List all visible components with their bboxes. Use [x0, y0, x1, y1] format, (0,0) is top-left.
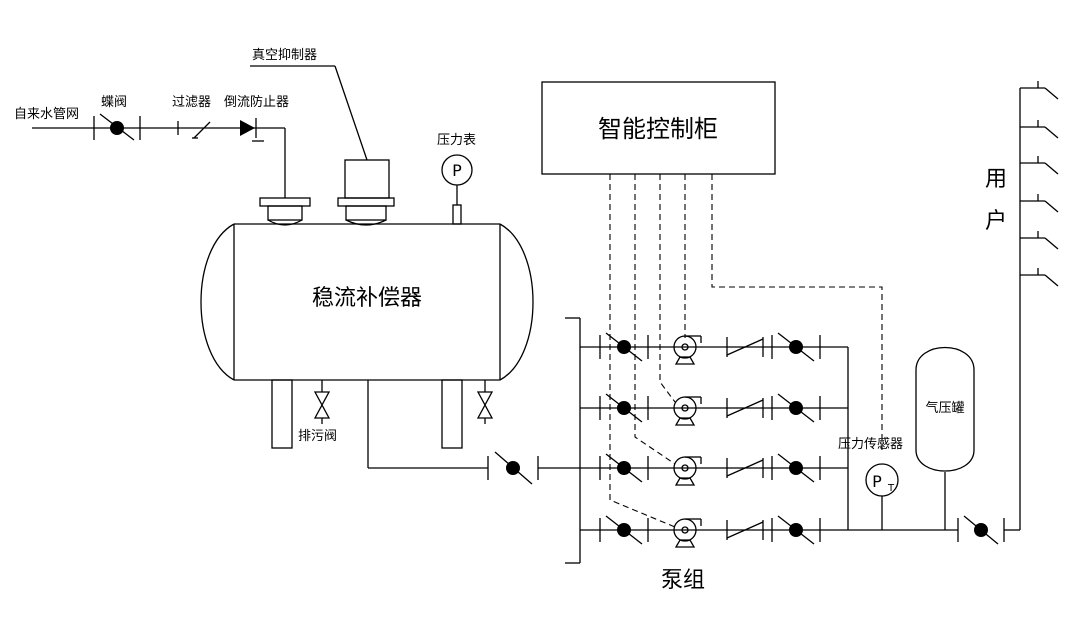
pump-row — [580, 453, 848, 486]
check-valve — [726, 337, 764, 357]
sensor-subscript-text: T — [887, 483, 895, 494]
backflow-preventer-label: 倒流防止器 — [224, 94, 289, 110]
vacuum-suppressor-label: 真空抑制器 — [252, 48, 317, 63]
user-tap — [1020, 81, 1059, 100]
butterfly-valve — [771, 332, 821, 362]
pump — [673, 335, 702, 365]
user-taps — [1020, 81, 1059, 287]
drain-valve-left — [313, 380, 331, 424]
user-tap — [1020, 120, 1059, 139]
inlet-flange — [259, 197, 311, 226]
butterfly-valve — [599, 515, 649, 545]
butterfly-valve — [771, 453, 821, 483]
butterfly-valve — [599, 332, 649, 362]
butterfly-valve — [771, 393, 821, 423]
user-label-2: 户 — [985, 209, 1007, 234]
pump-row — [580, 393, 848, 426]
butterfly-valve — [599, 393, 649, 423]
pump-rows — [580, 332, 848, 548]
pump — [673, 518, 702, 548]
check-valve — [726, 458, 764, 478]
user-tap — [1020, 194, 1059, 213]
pump-group-label: 泵组 — [661, 568, 705, 593]
check-valve — [726, 398, 764, 418]
pressure-gauge-device — [441, 154, 473, 225]
compensator-label: 稳流补偿器 — [312, 286, 422, 311]
tank-outlet-pipe — [367, 380, 580, 485]
pressure-tank-vessel — [915, 347, 975, 530]
drain-valve-label: 排污阀 — [298, 429, 337, 444]
pump-row — [580, 332, 848, 365]
drain-valve-right — [476, 380, 494, 424]
butterfly-valve-label: 蝶阀 — [101, 95, 127, 110]
gauge-symbol-text: P — [452, 161, 462, 180]
butterfly-valve-inlet — [99, 113, 135, 141]
sensor-symbol-text: P — [872, 472, 882, 491]
check-valve — [726, 520, 764, 540]
backflow-preventer-symbol — [240, 118, 264, 142]
filter-label: 过滤器 — [172, 95, 211, 110]
control-signal-lines — [609, 174, 883, 528]
pump-row — [580, 515, 848, 548]
user-tap — [1020, 156, 1059, 175]
suction-header — [565, 317, 581, 564]
pump — [673, 396, 702, 426]
pressure-tank-label: 气压罐 — [925, 400, 964, 416]
butterfly-valve — [599, 453, 649, 483]
user-label-1: 用 — [985, 167, 1007, 192]
water-inlet-label: 自来水管网 — [14, 107, 79, 122]
compensator-tank — [200, 223, 534, 381]
user-tap — [1020, 268, 1059, 287]
control-cabinet-label: 智能控制柜 — [598, 115, 718, 143]
vacuum-suppressor-device — [250, 65, 395, 226]
control-cabinet — [541, 81, 776, 175]
pressure-sensor-device — [865, 463, 899, 530]
tank-legs — [271, 379, 463, 449]
pressure-sensor-label: 压力传感器 — [838, 436, 903, 452]
user-tap — [1020, 231, 1059, 250]
pressure-gauge-label: 压力表 — [437, 133, 476, 148]
butterfly-valve — [771, 515, 821, 545]
filter-symbol — [177, 121, 211, 139]
outlet-pipe — [848, 88, 1021, 545]
pump — [673, 456, 702, 486]
